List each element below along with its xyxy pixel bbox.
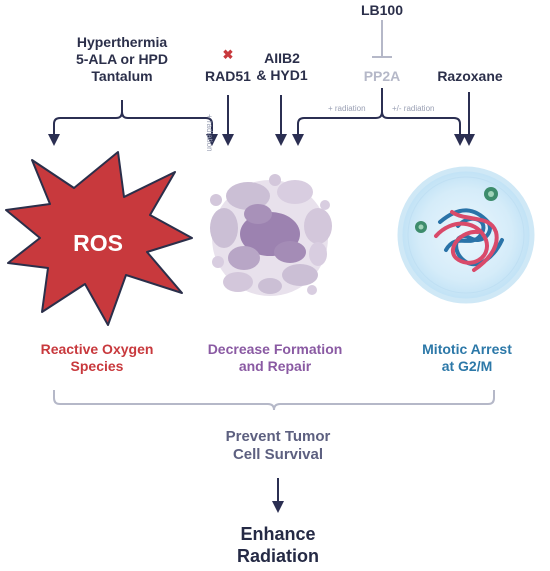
mitotic-cell — [397, 166, 535, 304]
aiib2-arrow-head — [275, 134, 287, 146]
lb100-label: LB100 — [360, 2, 404, 18]
hyperthermia-label: Hyperthermia 5-ALA or HPD Tantalum — [72, 34, 172, 84]
rad51-label: RAD51 — [205, 68, 251, 84]
mitotic-caption: Mitotic Arrest at G2/M — [402, 341, 532, 375]
arrow-pp2a-to-mitotic — [454, 134, 466, 146]
prevent-line-1: Prevent Tumor — [225, 428, 331, 445]
mitotic-caption-line-2: at G2/M — [441, 357, 493, 374]
prevent-survival-text: Prevent Tumor Cell Survival — [200, 428, 356, 464]
final-arrow-head — [272, 501, 284, 513]
ros-badge-text: ROS — [73, 230, 123, 256]
plus-minus-radiation: +/- radiation — [392, 104, 435, 113]
enhance-line-1: Enhance — [240, 524, 316, 544]
razoxane-label: Razoxane — [437, 68, 503, 84]
enhance-radiation-text: Enhance Radiation — [200, 524, 356, 567]
ros-caption: Reactive Oxygen Species — [22, 341, 172, 375]
ros-starburst — [5, 151, 193, 326]
aiib2-label: AIIB2 & HYD1 — [250, 50, 314, 84]
arrow-pp2a-to-repair — [292, 134, 304, 146]
repair-caption-line-1: Decrease Formation — [207, 341, 343, 357]
rad51-arrow-head — [222, 134, 234, 146]
ros-caption-line-1: Reactive Oxygen — [40, 341, 154, 357]
hyperthermia-line-2: 5-ALA or HPD — [75, 50, 169, 67]
arrow-to-ros — [48, 134, 60, 146]
aiib2-line-2: & HYD1 — [256, 66, 308, 83]
hyperthermia-bracket — [53, 100, 213, 136]
hyperthermia-line-1: Hyperthermia — [76, 34, 168, 50]
repair-caption: Decrease Formation and Repair — [200, 341, 350, 375]
plus-radiation-vertical: + radiation — [205, 114, 214, 152]
lb100-inhibition — [372, 20, 392, 58]
ros-caption-line-2: Species — [70, 357, 124, 374]
enhance-line-2: Radiation — [236, 545, 319, 566]
plus-radiation-left: + radiation — [328, 104, 366, 113]
aiib2-line-1: AIIB2 — [264, 50, 300, 66]
razoxane-arrow-head — [463, 134, 475, 146]
prevent-line-2: Cell Survival — [232, 446, 324, 463]
pp2a-branches — [297, 88, 461, 136]
arrow-to-repair-from-hyperthermia — [206, 134, 218, 146]
mitotic-caption-line-1: Mitotic Arrest — [422, 341, 512, 357]
pp2a-label: PP2A — [363, 68, 401, 84]
hyperthermia-line-3: Tantalum — [91, 67, 153, 84]
repair-caption-line-2: and Repair — [238, 357, 312, 374]
bottom-bracket — [53, 390, 495, 411]
dna-damage-cluster — [210, 174, 332, 296]
rad51-cross-icon: ✖ — [222, 47, 234, 62]
